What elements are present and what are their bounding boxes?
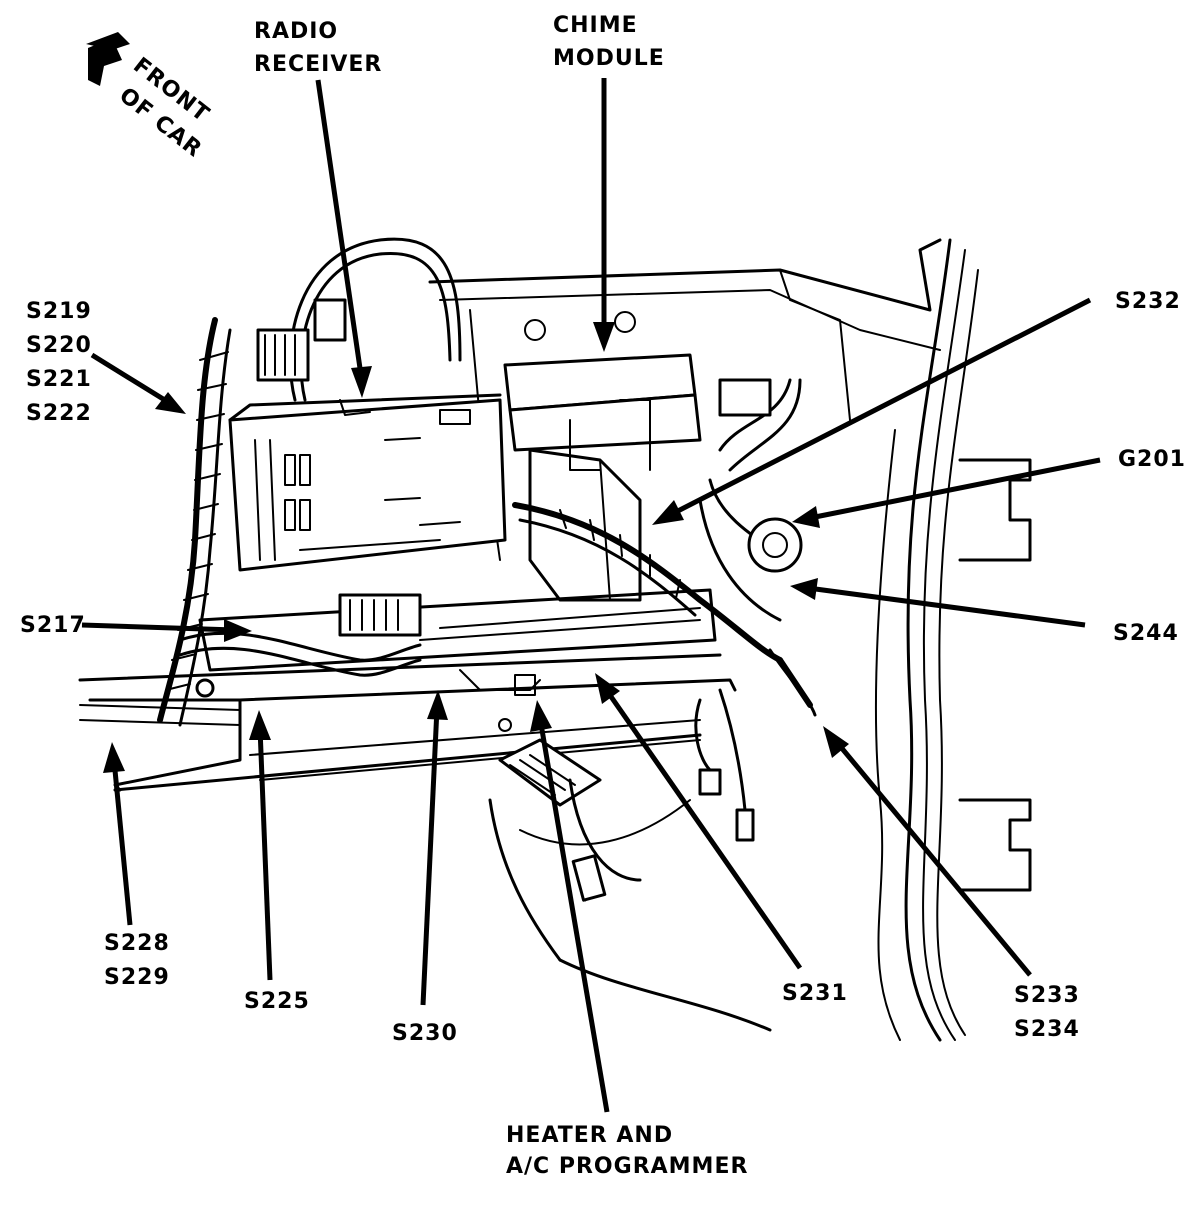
leader-s219 bbox=[90, 352, 170, 405]
leader-s230 bbox=[420, 707, 440, 1006]
arrowhead-heater bbox=[530, 700, 552, 732]
label-s230: S230 bbox=[392, 1021, 458, 1046]
label-radio-receiver-line1: RADIO bbox=[254, 19, 338, 44]
label-s229: S229 bbox=[104, 965, 170, 990]
leader-s232 bbox=[668, 297, 1092, 518]
label-s220: S220 bbox=[26, 333, 92, 358]
arrowhead-s228 bbox=[103, 742, 125, 773]
leader-s225 bbox=[257, 727, 273, 981]
label-s219: S219 bbox=[26, 299, 92, 324]
leader-radio-receiver bbox=[315, 79, 365, 383]
leader-heater bbox=[537, 717, 610, 1113]
arrowhead-s231 bbox=[595, 673, 620, 704]
arrowhead-s217 bbox=[224, 619, 252, 642]
leader-s231 bbox=[602, 686, 803, 970]
label-s217: S217 bbox=[20, 613, 86, 638]
label-g201: G201 bbox=[1118, 447, 1186, 472]
arrowhead-s233 bbox=[823, 726, 849, 758]
label-chime-module-line1: CHIME bbox=[553, 13, 638, 38]
leader-s228 bbox=[111, 759, 133, 926]
label-chime-module-line2: MODULE bbox=[553, 46, 665, 71]
label-s221: S221 bbox=[26, 367, 92, 392]
label-s228: S228 bbox=[104, 931, 170, 956]
label-s222: S222 bbox=[26, 401, 92, 426]
label-s234: S234 bbox=[1014, 1017, 1080, 1042]
leader-s244 bbox=[807, 585, 1086, 628]
arrowhead-g201 bbox=[792, 506, 820, 528]
label-s232: S232 bbox=[1115, 289, 1181, 314]
arrowhead-chime-module bbox=[593, 322, 615, 352]
label-s233: S233 bbox=[1014, 983, 1080, 1008]
leader-s217 bbox=[81, 622, 236, 633]
dashboard-illustration bbox=[78, 237, 1032, 1042]
leader-s233 bbox=[833, 738, 1032, 977]
arrowhead-radio-receiver bbox=[351, 366, 372, 398]
arrowhead-s219 bbox=[155, 392, 186, 414]
arrowhead-s244 bbox=[790, 578, 818, 600]
label-radio-receiver-line2: RECEIVER bbox=[254, 52, 382, 77]
arrowhead-s225 bbox=[249, 710, 271, 740]
label-s231: S231 bbox=[782, 981, 848, 1006]
label-heater-line1: HEATER AND bbox=[506, 1123, 673, 1148]
label-s244: S244 bbox=[1113, 621, 1179, 646]
label-heater-line2: A/C PROGRAMMER bbox=[506, 1154, 748, 1179]
leader-g201 bbox=[809, 457, 1101, 521]
front-of-car-arrow-icon bbox=[86, 32, 130, 86]
label-s225: S225 bbox=[244, 989, 310, 1014]
arrowhead-s230 bbox=[427, 690, 448, 720]
arrowhead-s232 bbox=[652, 500, 684, 525]
